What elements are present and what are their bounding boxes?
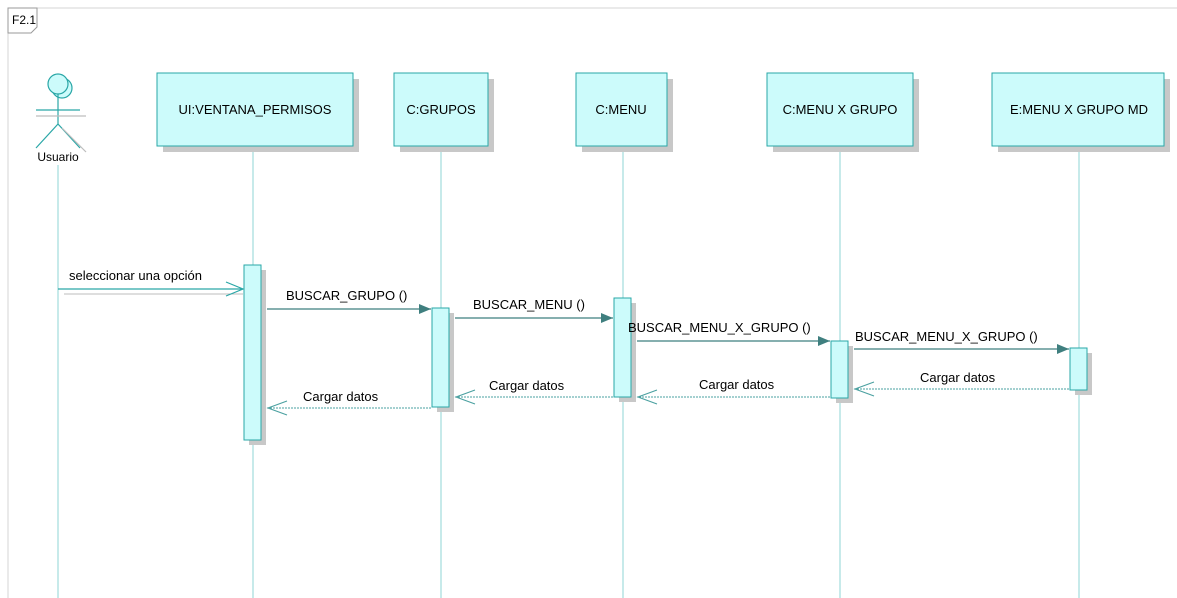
diagram-frame: F2.1 — [7, 7, 1177, 598]
lifeline-label: C:MENU X GRUPO — [783, 102, 898, 117]
actor-usuario[interactable]: Usuario — [35, 73, 87, 164]
activation-bars — [243, 264, 1092, 445]
open-arrow-icon — [266, 400, 288, 416]
lifeline-header-menu-x-grupo-md[interactable]: E:MENU X GRUPO MD — [991, 72, 1170, 152]
lifeline-header-ui[interactable]: UI:VENTANA_PERMISOS — [156, 72, 359, 152]
frame-tab — [7, 7, 38, 34]
message-label: BUSCAR_MENU_X_GRUPO () — [628, 320, 811, 335]
lifeline-label: C:MENU — [595, 102, 646, 117]
message-label: BUSCAR_MENU () — [473, 297, 585, 312]
open-arrow-icon — [853, 381, 875, 397]
message-buscar-menu[interactable]: BUSCAR_MENU () — [455, 297, 613, 323]
activation-menu — [613, 297, 632, 398]
message-label: Cargar datos — [920, 370, 996, 385]
actor-stick-figure-icon — [35, 73, 87, 153]
message-buscar-menu-x-grupo-1[interactable]: BUSCAR_MENU_X_GRUPO () — [628, 320, 830, 346]
message-label: Cargar datos — [489, 378, 565, 393]
lifeline-header-menu-x-grupo[interactable]: C:MENU X GRUPO — [766, 72, 919, 152]
lifeline-label: E:MENU X GRUPO MD — [1010, 102, 1148, 117]
message-seleccionar[interactable]: seleccionar una opción — [58, 268, 245, 297]
lifeline-label: UI:VENTANA_PERMISOS — [179, 102, 332, 117]
activation-ui — [243, 264, 262, 441]
message-label: seleccionar una opción — [69, 268, 202, 283]
message-buscar-grupo[interactable]: BUSCAR_GRUPO () — [267, 288, 431, 314]
activation-menu-x-grupo — [830, 340, 849, 399]
lifeline-header-menu[interactable]: C:MENU — [575, 72, 673, 152]
open-arrow-icon — [225, 281, 245, 297]
message-label: BUSCAR_MENU_X_GRUPO () — [855, 329, 1038, 344]
message-label: BUSCAR_GRUPO () — [286, 288, 407, 303]
activation-grupos — [431, 307, 450, 408]
open-arrow-icon — [636, 389, 658, 405]
lifeline-header-grupos[interactable]: C:GRUPOS — [393, 72, 494, 152]
actor-label: Usuario — [37, 150, 79, 164]
frame-label: F2.1 — [12, 13, 36, 27]
open-arrow-icon — [454, 389, 476, 405]
return-cargar-datos-2[interactable]: Cargar datos — [636, 377, 830, 405]
message-buscar-menu-x-grupo-2[interactable]: BUSCAR_MENU_X_GRUPO () — [854, 329, 1069, 354]
message-label: Cargar datos — [699, 377, 775, 392]
return-cargar-datos-3[interactable]: Cargar datos — [454, 378, 613, 405]
lifeline-label: C:GRUPOS — [406, 102, 476, 117]
return-cargar-datos-4[interactable]: Cargar datos — [266, 389, 431, 416]
activation-menu-x-grupo-md — [1069, 347, 1088, 391]
return-cargar-datos-1[interactable]: Cargar datos — [853, 370, 1069, 397]
message-label: Cargar datos — [303, 389, 379, 404]
